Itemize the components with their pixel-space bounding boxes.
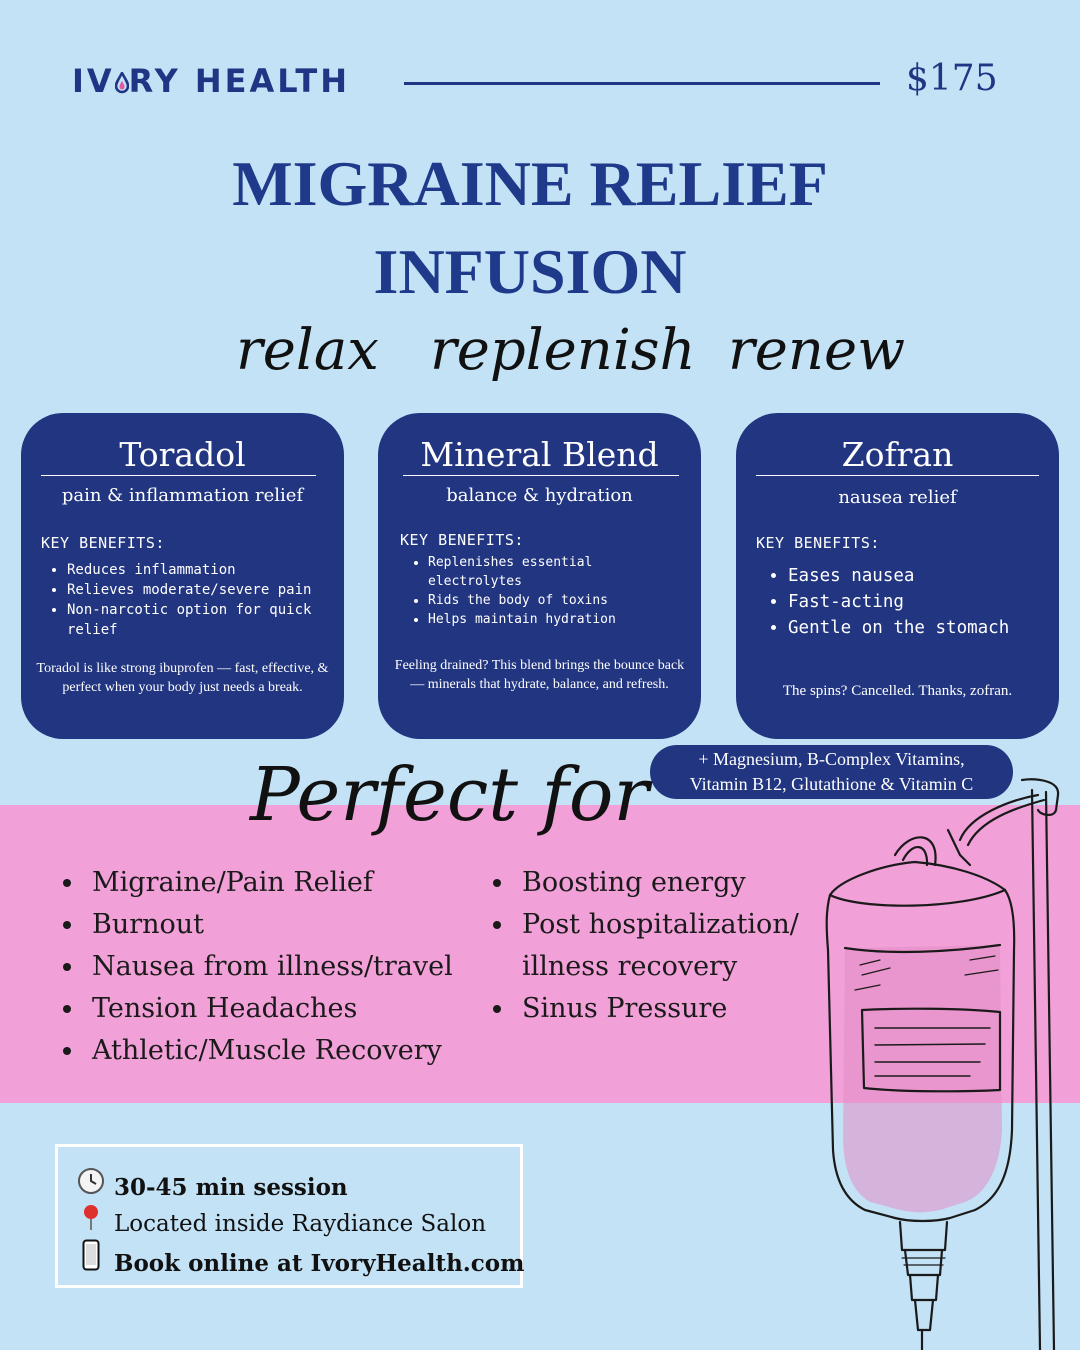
card-toradol: Toradol pain & inflammation relief KEY B… xyxy=(21,413,344,739)
header-divider xyxy=(404,82,880,85)
benefit-item: Rids the body of toxins xyxy=(428,591,678,610)
card-title: Zofran xyxy=(841,435,954,474)
brand-text-right: RY HEALTH xyxy=(128,62,350,100)
benefits-list: Replenishes essential electrolytes Rids … xyxy=(403,553,678,629)
card-title: Mineral Blend xyxy=(420,435,659,474)
pin-icon xyxy=(76,1203,106,1237)
list-item: Boosting energy xyxy=(516,862,806,904)
phone-icon xyxy=(76,1239,106,1277)
benefit-item: Gentle on the stomach xyxy=(788,615,1078,641)
key-benefits-label: KEY BENEFITS: xyxy=(41,534,165,552)
info-box: 30-45 min session Located inside Raydian… xyxy=(55,1144,525,1288)
header: IV RY HEALTH $175 xyxy=(0,0,1080,140)
perfect-for-list-right: Boosting energy Post hospitalization/ il… xyxy=(490,862,806,1030)
card-divider xyxy=(403,475,679,476)
benefit-item: Eases nausea xyxy=(788,563,1078,589)
benefit-item: Reduces inflammation xyxy=(67,560,357,580)
list-item: Sinus Pressure xyxy=(516,988,806,1030)
addons-line-2: Vitamin B12, Glutathione & Vitamin C xyxy=(689,774,974,794)
tagline-replenish: replenish xyxy=(430,318,696,383)
benefit-item: Replenishes essential electrolytes xyxy=(428,553,678,591)
list-item: Burnout xyxy=(86,904,506,946)
card-note: The spins? Cancelled. Thanks, zofran. xyxy=(782,683,1013,699)
benefits-list: Eases nausea Fast-acting Gentle on the s… xyxy=(763,563,1078,641)
card-subtitle: nausea relief xyxy=(838,487,957,508)
list-item: Athletic/Muscle Recovery xyxy=(86,1030,506,1072)
session-text: 30-45 min session xyxy=(114,1174,348,1201)
addons-pill: + Magnesium, B-Complex Vitamins, Vitamin… xyxy=(650,745,1013,799)
card-mineral-blend: Mineral Blend balance & hydration KEY BE… xyxy=(378,413,701,739)
location-row: Located inside Raydiance Salon xyxy=(76,1203,486,1237)
card-subtitle: pain & inflammation relief xyxy=(61,485,304,506)
clock-icon xyxy=(76,1167,106,1201)
price: $175 xyxy=(906,58,998,99)
tagline-renew: renew xyxy=(728,318,906,383)
card-title: Toradol xyxy=(119,435,246,474)
drop-icon xyxy=(114,72,129,94)
addons-line-1: + Magnesium, B-Complex Vitamins, xyxy=(698,749,965,769)
iv-bag-illustration xyxy=(825,778,1060,1350)
session-row: 30-45 min session xyxy=(76,1167,348,1201)
card-subtitle: balance & hydration xyxy=(446,485,633,506)
list-item: Tension Headaches xyxy=(86,988,506,1030)
tagline-relax: relax xyxy=(236,318,379,383)
benefits-list: Reduces inflammation Relieves moderate/s… xyxy=(42,560,357,640)
title-line-1: MIGRAINE RELIEF xyxy=(232,148,828,219)
key-benefits-label: KEY BENEFITS: xyxy=(756,534,880,552)
location-text: Located inside Raydiance Salon xyxy=(114,1211,487,1237)
perfect-for-heading: Perfect for xyxy=(250,752,649,838)
list-item: Post hospitalization/ illness recovery xyxy=(516,904,806,988)
benefit-item: Helps maintain hydration xyxy=(428,610,678,629)
booking-link[interactable]: Book online at IvoryHealth.com xyxy=(114,1250,525,1277)
booking-row[interactable]: Book online at IvoryHealth.com xyxy=(76,1239,525,1277)
benefit-item: Non-narcotic option for quick relief xyxy=(67,600,357,640)
tagline: relax replenish renew xyxy=(230,318,905,398)
list-item: Nausea from illness/travel xyxy=(86,946,506,988)
benefit-item: Relieves moderate/severe pain xyxy=(67,580,357,600)
benefit-item: Fast-acting xyxy=(788,589,1078,615)
list-item: Migraine/Pain Relief xyxy=(86,862,506,904)
card-divider xyxy=(41,475,316,476)
key-benefits-label: KEY BENEFITS: xyxy=(400,531,524,549)
brand-logo[interactable]: IV RY HEALTH xyxy=(72,62,350,100)
page-title: MIGRAINE RELIEF INFUSION xyxy=(0,140,1060,316)
card-zofran: Zofran nausea relief KEY BENEFITS: Eases… xyxy=(736,413,1059,739)
perfect-for-list-left: Migraine/Pain Relief Burnout Nausea from… xyxy=(60,862,506,1072)
card-divider xyxy=(756,475,1039,476)
card-note: Toradol is like strong ibuprofen — fast,… xyxy=(36,661,329,695)
title-line-2: INFUSION xyxy=(373,236,687,307)
brand-text-left: IV xyxy=(72,62,115,100)
card-note: Feeling drained? This blend brings the b… xyxy=(394,658,685,692)
